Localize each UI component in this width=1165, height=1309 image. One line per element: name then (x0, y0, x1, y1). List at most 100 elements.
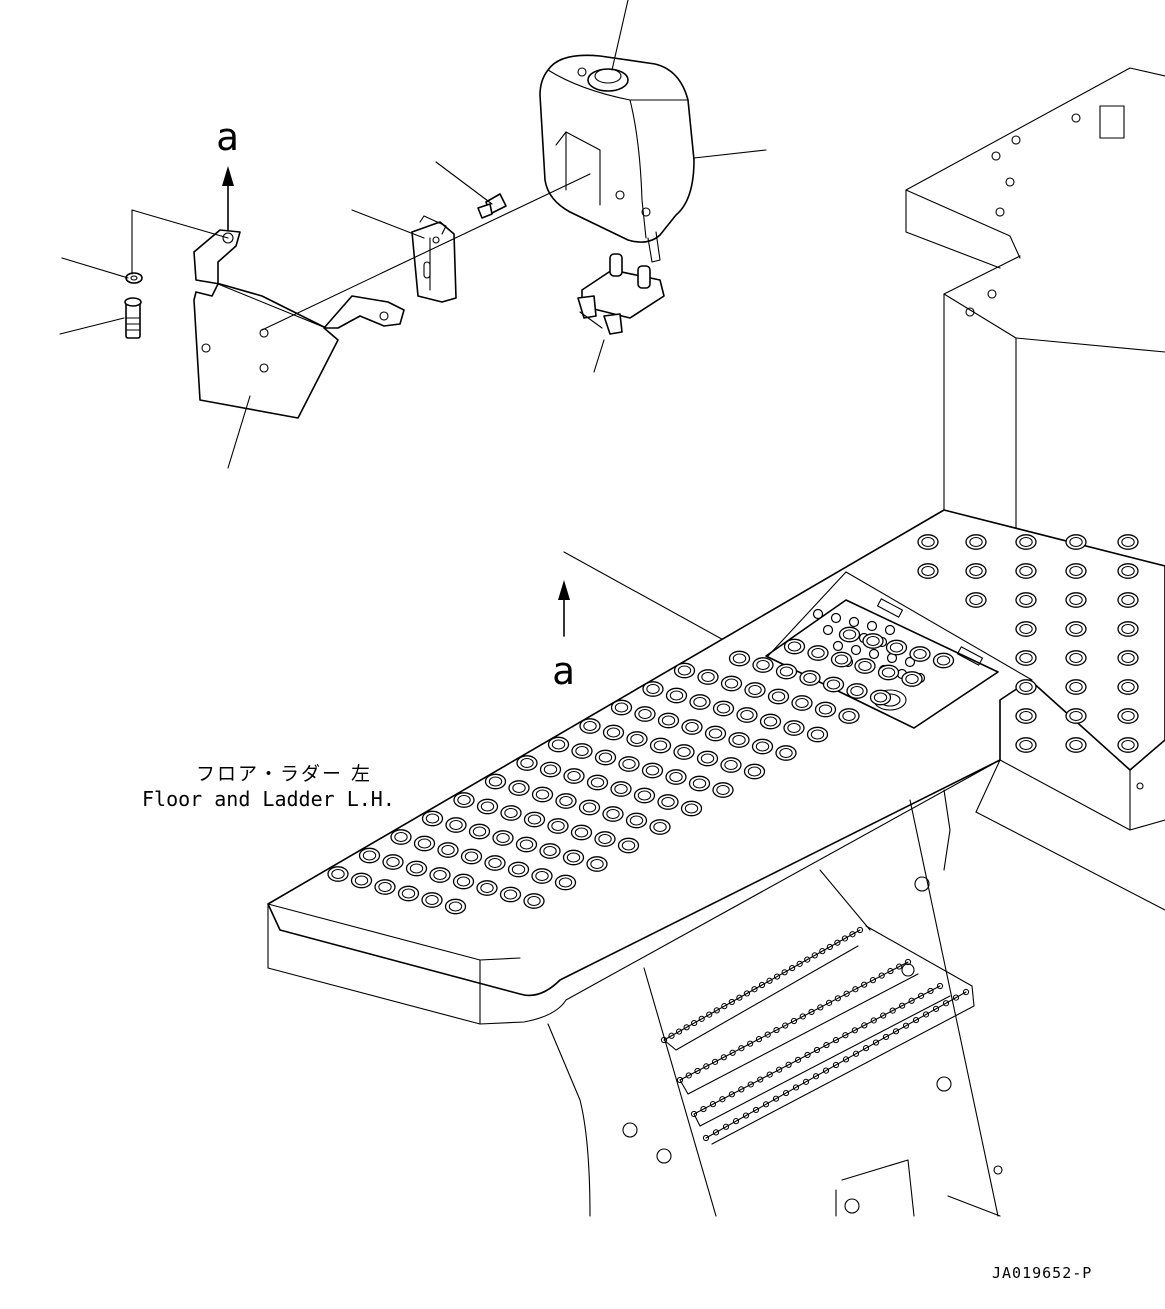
tread-serration (889, 1007, 896, 1014)
tread-serration (856, 926, 864, 934)
perforation-hole (965, 592, 987, 608)
perforation-hole (555, 793, 577, 809)
perforation-hole (1065, 621, 1087, 637)
tread-serration (747, 1081, 754, 1088)
tread-serration (738, 1086, 745, 1093)
perforation-hole (452, 873, 475, 890)
perforation-hole (531, 868, 553, 884)
perforation-hole (1015, 534, 1037, 550)
perforation-hole (1117, 650, 1139, 666)
perforation-hole (610, 699, 633, 716)
perforation-hole (1065, 650, 1087, 666)
perforation-hole (917, 534, 939, 550)
tread-serration (792, 1084, 800, 1091)
tread-serration (802, 1078, 810, 1085)
tread-serration (832, 1061, 840, 1069)
perforation-hole (838, 626, 861, 643)
perforation-hole (806, 726, 829, 743)
perforation-hole (633, 787, 656, 804)
tread-serration (698, 1015, 705, 1022)
perforation-hole (657, 712, 680, 729)
leader-lines (59, 0, 799, 691)
tread-serration (796, 960, 803, 967)
perforation-hole (846, 683, 868, 699)
perforation-hole (602, 806, 624, 822)
perforation-hole (728, 732, 750, 748)
perforation-hole (775, 745, 797, 761)
perforation-hole (1117, 679, 1139, 695)
tread-serration (790, 1017, 798, 1025)
perforation-hole (917, 563, 939, 579)
perforation-hole (586, 856, 608, 872)
tread-serration (736, 994, 743, 1001)
tread-serration (742, 1112, 750, 1119)
perforation-hole (688, 775, 711, 792)
perforation-hole (712, 700, 735, 717)
perforation-hole (665, 769, 687, 785)
perforation-hole (1015, 621, 1037, 637)
perforation-hole (1015, 592, 1037, 608)
tread-serration (700, 1105, 707, 1113)
perforation-hole (523, 811, 546, 828)
tread-serration (782, 1089, 790, 1097)
cover-hole (822, 624, 834, 636)
tread-serration (899, 1002, 906, 1009)
upper-deck (905, 67, 1165, 567)
perforation-hole (1117, 534, 1139, 550)
perforation-hole (783, 720, 805, 736)
perforation-hole (697, 669, 719, 685)
tread-serration (709, 1101, 717, 1108)
tread-serration (743, 990, 751, 997)
perforation-hole (1065, 563, 1087, 579)
perforation-hole (390, 829, 412, 845)
tread-serration (880, 1012, 887, 1019)
perforation-hole (563, 768, 585, 784)
tread-serration (834, 995, 841, 1002)
perforation-hole (421, 892, 443, 908)
perforation-hole (618, 756, 640, 772)
perforation-hole (523, 893, 545, 909)
tread-serration (817, 1004, 824, 1011)
perforation-hole (429, 867, 451, 883)
cover-hole (904, 656, 916, 668)
tread-serration (870, 1017, 877, 1024)
tread-serration (728, 998, 735, 1006)
tread-serration (808, 1008, 815, 1016)
tread-serration (794, 1056, 802, 1063)
tread-serration (825, 999, 833, 1006)
tread-serration (660, 1036, 668, 1044)
perforation-hole (681, 719, 703, 735)
perforation-hole (759, 713, 782, 730)
tread-serration (785, 1061, 792, 1068)
perforation-hole (421, 810, 444, 827)
perforation-hole (499, 886, 522, 903)
tread-serration (804, 1051, 811, 1059)
perforation-hole (641, 762, 664, 779)
tread-serration (722, 1123, 730, 1130)
floor-holes (327, 626, 955, 915)
tread-serration (762, 1101, 770, 1108)
tread-serration (823, 1041, 830, 1049)
perforation-hole (507, 861, 530, 878)
perforation-hole (673, 744, 695, 760)
perforation-hole (1015, 737, 1037, 753)
ladder-treads (660, 926, 970, 1142)
perforation-hole (1015, 679, 1037, 695)
tread-serration (887, 967, 894, 975)
view-marker-bottom: a (552, 649, 575, 693)
perforation-hole (539, 843, 561, 859)
floor-plate (267, 509, 1165, 1025)
perforation-hole (689, 694, 711, 710)
perforation-hole (413, 835, 436, 852)
perforation-hole (586, 774, 609, 791)
perforation-hole (617, 837, 640, 854)
perforation-hole (562, 849, 585, 866)
tread-serration (882, 1033, 890, 1041)
reservoir-tank (539, 54, 695, 263)
tread-serration (912, 1016, 920, 1024)
tread-serration (703, 1063, 710, 1070)
tread-serration (927, 987, 934, 995)
perforation-hole (625, 812, 648, 829)
tread-serration (826, 943, 833, 951)
